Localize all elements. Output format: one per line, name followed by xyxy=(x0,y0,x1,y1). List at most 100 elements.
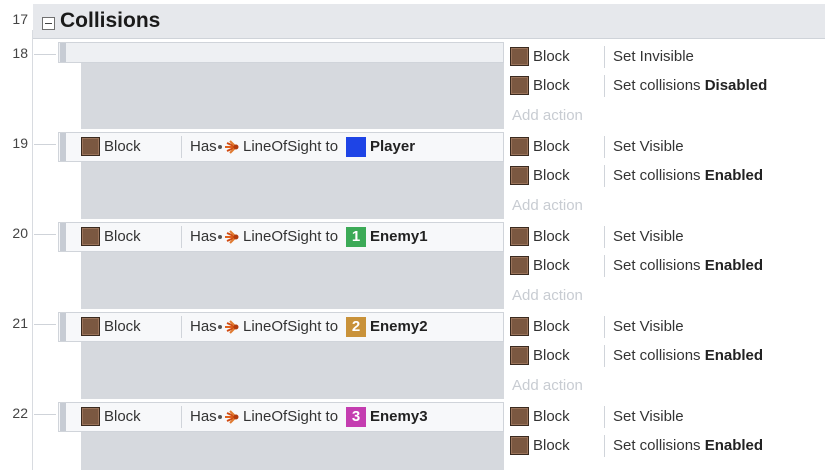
condition-selector xyxy=(60,403,66,431)
action-text[interactable]: Set collisions Enabled xyxy=(613,437,763,454)
condition-row[interactable] xyxy=(58,402,504,432)
event-line-number: 20 xyxy=(12,225,28,241)
condition-row[interactable] xyxy=(58,132,504,162)
action-label: Set collisions xyxy=(613,77,705,94)
block-sprite-icon xyxy=(510,346,529,365)
condition-object-name: Block xyxy=(104,318,141,335)
block-sprite-icon xyxy=(510,137,529,156)
event-line-number: 19 xyxy=(12,135,28,151)
action-text[interactable]: Set Visible xyxy=(613,138,684,155)
condition-has-text: Has xyxy=(190,408,217,425)
condition-divider xyxy=(181,316,182,338)
action-value: Enabled xyxy=(704,257,764,274)
add-action-link[interactable]: Add action xyxy=(512,197,583,214)
action-text[interactable]: Set Visible xyxy=(613,318,684,335)
action-object-name[interactable]: Block xyxy=(533,138,570,155)
condition-behavior-text: LineOfSight to xyxy=(243,408,339,425)
action-value: Enabled xyxy=(704,437,764,454)
line-of-sight-icon xyxy=(224,319,240,335)
block-sprite-icon xyxy=(81,137,100,156)
target-object-name: Enemy3 xyxy=(370,408,428,425)
event-connector xyxy=(34,144,56,145)
add-action-link[interactable]: Add action xyxy=(512,287,583,304)
condition-has-text: Has xyxy=(190,318,217,335)
event-line-number: 22 xyxy=(12,405,28,421)
condition-row[interactable] xyxy=(58,312,504,342)
action-label: Set collisions xyxy=(613,437,705,454)
condition-row[interactable] xyxy=(58,222,504,252)
add-action-link[interactable]: Add action xyxy=(512,107,583,124)
condition-object-name: Block xyxy=(104,408,141,425)
target-object-icon: 2 xyxy=(346,317,366,337)
condition-behavior-text: LineOfSight to xyxy=(243,318,339,335)
block-sprite-icon xyxy=(510,436,529,455)
action-value: Disabled xyxy=(704,77,768,94)
block-sprite-icon xyxy=(510,47,529,66)
action-object-name[interactable]: Block xyxy=(533,437,570,454)
action-object-name[interactable]: Block xyxy=(533,408,570,425)
action-object-name[interactable]: Block xyxy=(533,228,570,245)
block-sprite-icon xyxy=(510,227,529,246)
action-text[interactable]: Set collisions Disabled xyxy=(613,77,767,94)
action-text[interactable]: Set collisions Enabled xyxy=(613,167,763,184)
action-label: Set Visible xyxy=(613,408,684,425)
action-label: Set collisions xyxy=(613,167,705,184)
add-action-link[interactable]: Add action xyxy=(512,377,583,394)
condition-selector xyxy=(60,313,66,341)
action-object-name[interactable]: Block xyxy=(533,347,570,364)
condition-selector xyxy=(60,133,66,161)
action-divider xyxy=(604,406,605,428)
action-object-name[interactable]: Block xyxy=(533,167,570,184)
condition-divider xyxy=(181,406,182,428)
target-object-icon: 1 xyxy=(346,227,366,247)
action-text[interactable]: Set Invisible xyxy=(613,48,694,65)
block-sprite-icon xyxy=(510,407,529,426)
target-object-icon: 3 xyxy=(346,407,366,427)
group-line-number: 17 xyxy=(12,11,28,27)
bullet-dot xyxy=(218,145,222,149)
block-sprite-icon xyxy=(81,317,100,336)
action-text[interactable]: Set Visible xyxy=(613,408,684,425)
action-divider xyxy=(604,136,605,158)
action-label: Set Visible xyxy=(613,228,684,245)
action-divider xyxy=(604,255,605,277)
action-object-name[interactable]: Block xyxy=(533,257,570,274)
event-sheet-gutter-line xyxy=(32,30,33,470)
bullet-dot xyxy=(218,415,222,419)
action-text[interactable]: Set collisions Enabled xyxy=(613,257,763,274)
action-label: Set Visible xyxy=(613,318,684,335)
collapse-minus-icon[interactable] xyxy=(42,17,55,30)
line-of-sight-icon xyxy=(224,409,240,425)
action-label: Set collisions xyxy=(613,347,705,364)
event-left-margin xyxy=(58,242,81,309)
group-title: Collisions xyxy=(60,9,161,32)
action-divider xyxy=(604,226,605,248)
condition-row-empty[interactable] xyxy=(58,42,504,63)
condition-behavior-text: LineOfSight to xyxy=(243,138,339,155)
block-sprite-icon xyxy=(510,256,529,275)
condition-has-text: Has xyxy=(190,138,217,155)
action-object-name[interactable]: Block xyxy=(533,48,570,65)
line-of-sight-icon xyxy=(224,139,240,155)
action-text[interactable]: Set collisions Enabled xyxy=(613,347,763,364)
target-object-icon xyxy=(346,137,366,157)
action-divider xyxy=(604,316,605,338)
event-connector xyxy=(34,324,56,325)
event-left-margin xyxy=(58,422,81,470)
event-left-margin xyxy=(58,62,81,129)
action-text[interactable]: Set Visible xyxy=(613,228,684,245)
block-sprite-icon xyxy=(81,407,100,426)
action-divider xyxy=(604,345,605,367)
target-object-name: Player xyxy=(370,138,416,155)
event-left-margin xyxy=(58,332,81,399)
condition-object-name: Block xyxy=(104,228,141,245)
action-divider xyxy=(604,46,605,68)
group-header[interactable] xyxy=(33,4,825,39)
action-object-name[interactable]: Block xyxy=(533,77,570,94)
event-connector xyxy=(34,414,56,415)
event-line-number: 21 xyxy=(12,315,28,331)
block-sprite-icon xyxy=(510,317,529,336)
condition-divider xyxy=(181,226,182,248)
condition-selector xyxy=(60,43,66,62)
action-object-name[interactable]: Block xyxy=(533,318,570,335)
